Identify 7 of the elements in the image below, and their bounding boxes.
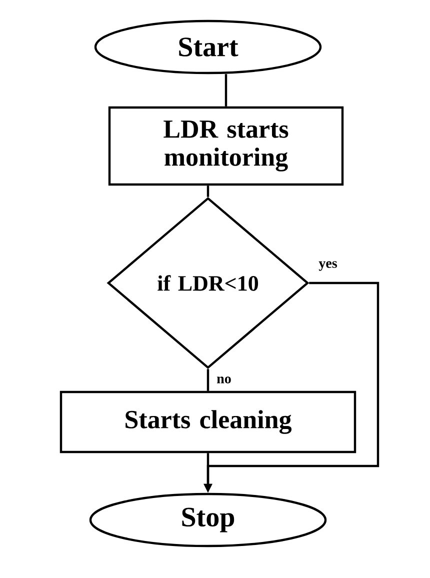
edge-label: yes xyxy=(318,260,338,272)
edge-label: no xyxy=(216,376,232,384)
connector-line xyxy=(206,186,210,197)
process-box: LDR starts monitoring xyxy=(108,106,344,186)
connector-line xyxy=(224,74,228,106)
connector-line xyxy=(206,369,210,391)
process-box: Starts cleaning xyxy=(60,390,356,454)
